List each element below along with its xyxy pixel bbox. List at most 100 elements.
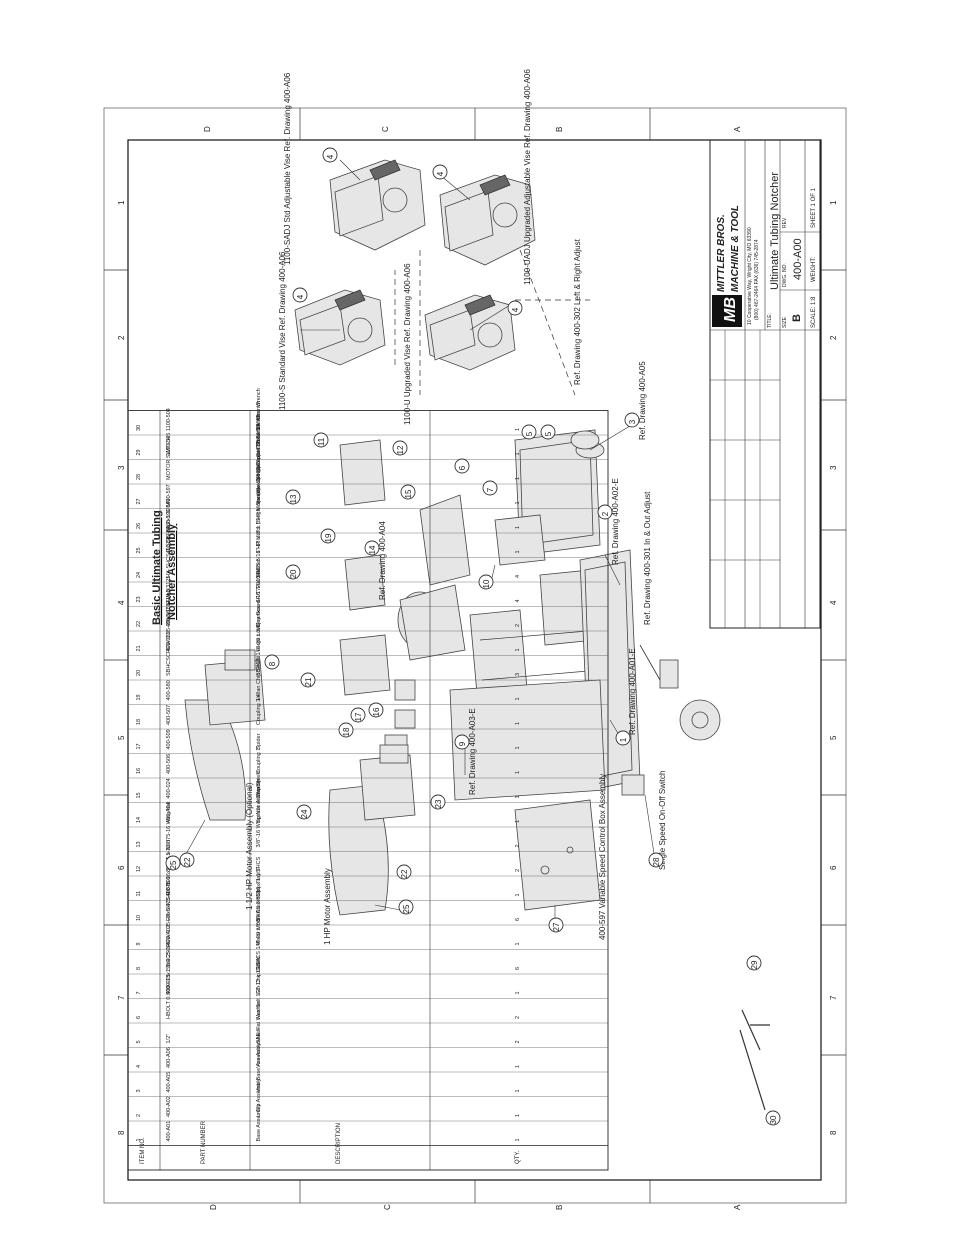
vise-upg-adjustable <box>439 174 536 266</box>
svg-text:2: 2 <box>601 511 610 516</box>
svg-text:28: 28 <box>652 857 661 866</box>
bom-cell: 7 <box>136 991 142 994</box>
bom-cell: 4 <box>515 575 521 578</box>
bom-cell: 25 <box>136 547 142 553</box>
svg-text:11: 11 <box>317 437 326 446</box>
svg-text:18: 18 <box>342 727 351 736</box>
couplings <box>384 679 416 756</box>
zone-ticks <box>104 108 846 1203</box>
bom-cell: 2 <box>515 1016 521 1019</box>
bom-cell: 1 <box>515 746 521 749</box>
bom-cell: 1 <box>515 795 521 798</box>
bom-cell: Vise Assemblies <box>256 1028 262 1068</box>
bom-cell: 30 <box>136 425 142 431</box>
svg-text:30: 30 <box>769 1115 778 1124</box>
svg-text:23: 23 <box>434 799 443 808</box>
balloon-4: 4 <box>507 300 523 316</box>
balloon-22: 22 <box>179 852 195 868</box>
bom-cell: 5/16" Flat Washer <box>256 559 262 603</box>
bom-cell: 29 <box>136 449 142 455</box>
bom-cell: 1 <box>515 452 521 455</box>
svg-text:22: 22 <box>183 857 192 866</box>
company-address: 10 Cooperative Way, Wright City, MO 6339… <box>747 227 753 325</box>
zone-num-r-6: 6 <box>829 865 838 870</box>
balloon-19: 19 <box>320 528 336 544</box>
callout-ref-302: Ref. Drawing 400-302 Left & Right Adjust <box>573 238 582 385</box>
balloon-1: 1 <box>615 730 631 746</box>
bom-cell: 17 <box>136 743 142 749</box>
bom-cell: 8 <box>136 967 142 970</box>
zone-num-l-2: 2 <box>117 335 126 340</box>
bom-cell: 27 <box>136 498 142 504</box>
bom-cell: 3/8-16 x 2.00 <box>166 840 172 872</box>
zone-numbers: 1 2 3 4 5 6 7 8 1 2 3 4 5 6 7 8 <box>117 200 838 1135</box>
bom-cell: HX-SHCS 0.375-16x1.5x1.5-N <box>166 846 172 921</box>
zone-num-r-4: 4 <box>829 600 838 605</box>
bom-cell: 12 <box>136 866 142 872</box>
bom-cell: 23 <box>136 596 142 602</box>
callout-ref-a02: Ref. Drawing 400-A02-E <box>611 478 620 565</box>
svg-text:12: 12 <box>396 445 405 454</box>
bom-cell: 1 HP Motor (Single Speed) -- 1/60/58 <box>256 463 262 554</box>
bom-cell: 1/2" <box>166 1034 172 1044</box>
zone-letters: D C B A D C B A <box>203 126 742 1210</box>
svg-text:29: 29 <box>750 960 759 969</box>
zone-num-r-3: 3 <box>829 465 838 470</box>
zone-letter-top-a: A <box>733 126 742 132</box>
svg-text:19: 19 <box>324 533 333 542</box>
bom-cell: Spider <box>256 733 262 749</box>
callout-ref-301: Ref. Drawing 400-301 In & Out Adjust <box>643 491 652 625</box>
company-phone: (800) 467-2464 FAX (636) 745-2874 <box>754 239 760 320</box>
svg-text:4: 4 <box>511 307 520 312</box>
sheet-text: SHEET 1 OF 1 <box>811 187 817 228</box>
bom-cell: Chip Tray <box>256 873 262 897</box>
svg-text:24: 24 <box>300 809 309 818</box>
bom-cell: 4 <box>136 1065 142 1068</box>
bom-cell: 2 <box>515 844 521 847</box>
bom-cell: 6 <box>515 918 521 921</box>
bom-header-cell: PART NUMBER <box>201 1120 207 1164</box>
bom-cell: SBHCS 1/4"-20 x 7/8" <box>256 917 262 970</box>
zone-num-l-4: 4 <box>117 600 126 605</box>
weight-text: WEIGHT: <box>811 257 817 282</box>
balloon-25: 25 <box>398 899 414 915</box>
vise-standard <box>294 289 386 366</box>
bom-cell: 1100-504 <box>166 408 172 431</box>
company-name-1: MITTLER BROS. <box>716 214 727 292</box>
bom-cell: 1 <box>515 550 521 553</box>
balloon-3: 3 <box>624 412 640 428</box>
bom-cell: 6 <box>136 1016 142 1019</box>
balloon-21: 21 <box>300 672 316 688</box>
balloon-4: 4 <box>322 147 338 163</box>
callout-texts: 1 1/2 HP Motor Assembly (Optional) 1 HP … <box>245 69 667 945</box>
callout-ref-a04: Ref. Drawing 400-A04 <box>378 521 387 600</box>
wrench-tools <box>739 1009 770 1111</box>
zone-letter-top-b: B <box>555 127 564 132</box>
zone-num-r-2: 2 <box>829 335 838 340</box>
svg-text:15: 15 <box>404 489 413 498</box>
bom-cell: 22 <box>136 621 142 627</box>
callout-ref-a05: Ref. Drawing 400-A05 <box>638 361 647 440</box>
zone-num-l-8: 8 <box>117 1130 126 1135</box>
bom-cell: Coupling 3/4" <box>256 692 262 725</box>
bom-cell: 2 <box>515 624 521 627</box>
balloon-27: 27 <box>548 917 564 933</box>
svg-text:25: 25 <box>169 860 178 869</box>
rev-label: REV <box>782 217 788 228</box>
bom-cell: SAE Flat Washer <box>256 1001 262 1043</box>
vise-connectors <box>394 249 590 396</box>
svg-text:22: 22 <box>400 869 409 878</box>
bom-cell: Variable Speed Control Box <box>256 437 262 505</box>
svg-text:4: 4 <box>296 294 305 299</box>
bom-cell: 1100-505 <box>166 433 172 456</box>
bom-cell: 15 <box>136 792 142 798</box>
bom-cell: Spindle Assembly <box>256 779 262 823</box>
bom-cell: 400-A05 <box>166 1072 172 1093</box>
zone-num-r-5: 5 <box>829 735 838 740</box>
balloon-18: 18 <box>338 722 354 738</box>
bom-cell: 1 <box>515 1138 521 1141</box>
bom-cell: SBHCSCREW 0.25-20x0.875-HX-N <box>166 882 172 970</box>
bom-cell: 1 <box>515 991 521 994</box>
bom-cell: 1.5 HP Motor (Variable Speed) -- 1/3/50/… <box>256 425 262 529</box>
